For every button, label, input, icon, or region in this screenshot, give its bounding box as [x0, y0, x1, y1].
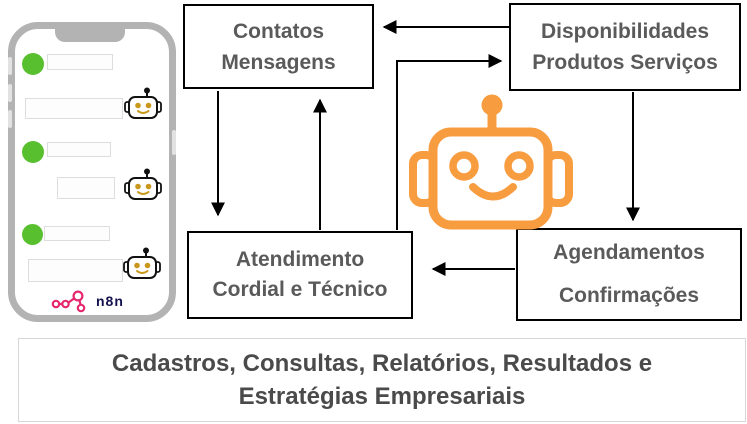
box-agendamentos-line2: Confirmações [558, 284, 700, 307]
banner-line2: Estratégias Empresariais [238, 383, 526, 410]
box-atendimento-line1: Atendimento [235, 248, 365, 271]
chat-message-bubble [57, 177, 115, 199]
box-disponibilidades-line2: Produtos Serviços [532, 51, 718, 74]
chat-message-bubble [47, 54, 113, 70]
phone-side-button [8, 110, 12, 128]
box-contatos-line1: Contatos [233, 19, 324, 43]
box-contatos-mensagens: Contatos Mensagens [183, 4, 374, 89]
box-atendimento-line2: Cordial e Técnico [212, 278, 388, 301]
contact-avatar-green-dot-icon [22, 224, 43, 245]
phone-screen: n8n [15, 29, 169, 315]
chat-message-bubble [47, 142, 111, 157]
phone-side-button [8, 84, 12, 102]
box-atendimento-cordial-tecnico: Atendimento Cordial e Técnico [187, 231, 413, 319]
box-agendamentos-confirmacoes: Agendamentos Confirmações [516, 228, 742, 321]
box-agendamentos-line1: Agendamentos [553, 241, 705, 264]
n8n-brand-label: n8n [96, 293, 124, 309]
chat-robot-face-icon [124, 87, 162, 119]
chat-robot-face-icon [123, 247, 161, 279]
chat-robot-face-icon [124, 168, 162, 200]
chat-message-bubble [44, 226, 110, 241]
phone-side-button [8, 57, 12, 75]
banner-cadastros: Cadastros, Consultas, Relatórios, Result… [18, 338, 746, 422]
orange-robot-head-icon [409, 94, 573, 230]
box-disponibilidades-line1: Disponibilidades [540, 20, 710, 43]
arrow-atendimento-to-disponibilidades [396, 54, 503, 230]
banner-line1: Cadastros, Consultas, Relatórios, Result… [111, 350, 653, 377]
phone-side-button [172, 130, 176, 155]
contact-avatar-green-dot-icon [22, 53, 44, 75]
box-contatos-line2: Mensagens [221, 50, 336, 74]
chat-message-bubble [28, 259, 123, 282]
box-disponibilidades-produtos-servicos: Disponibilidades Produtos Serviços [509, 3, 741, 91]
contact-avatar-green-dot-icon [22, 141, 44, 163]
n8n-brand: n8n [51, 289, 124, 313]
n8n-logo-icon [51, 290, 86, 313]
phone-notch [55, 29, 125, 42]
chat-message-bubble [25, 98, 123, 119]
phone-mockup: n8n [8, 22, 176, 322]
